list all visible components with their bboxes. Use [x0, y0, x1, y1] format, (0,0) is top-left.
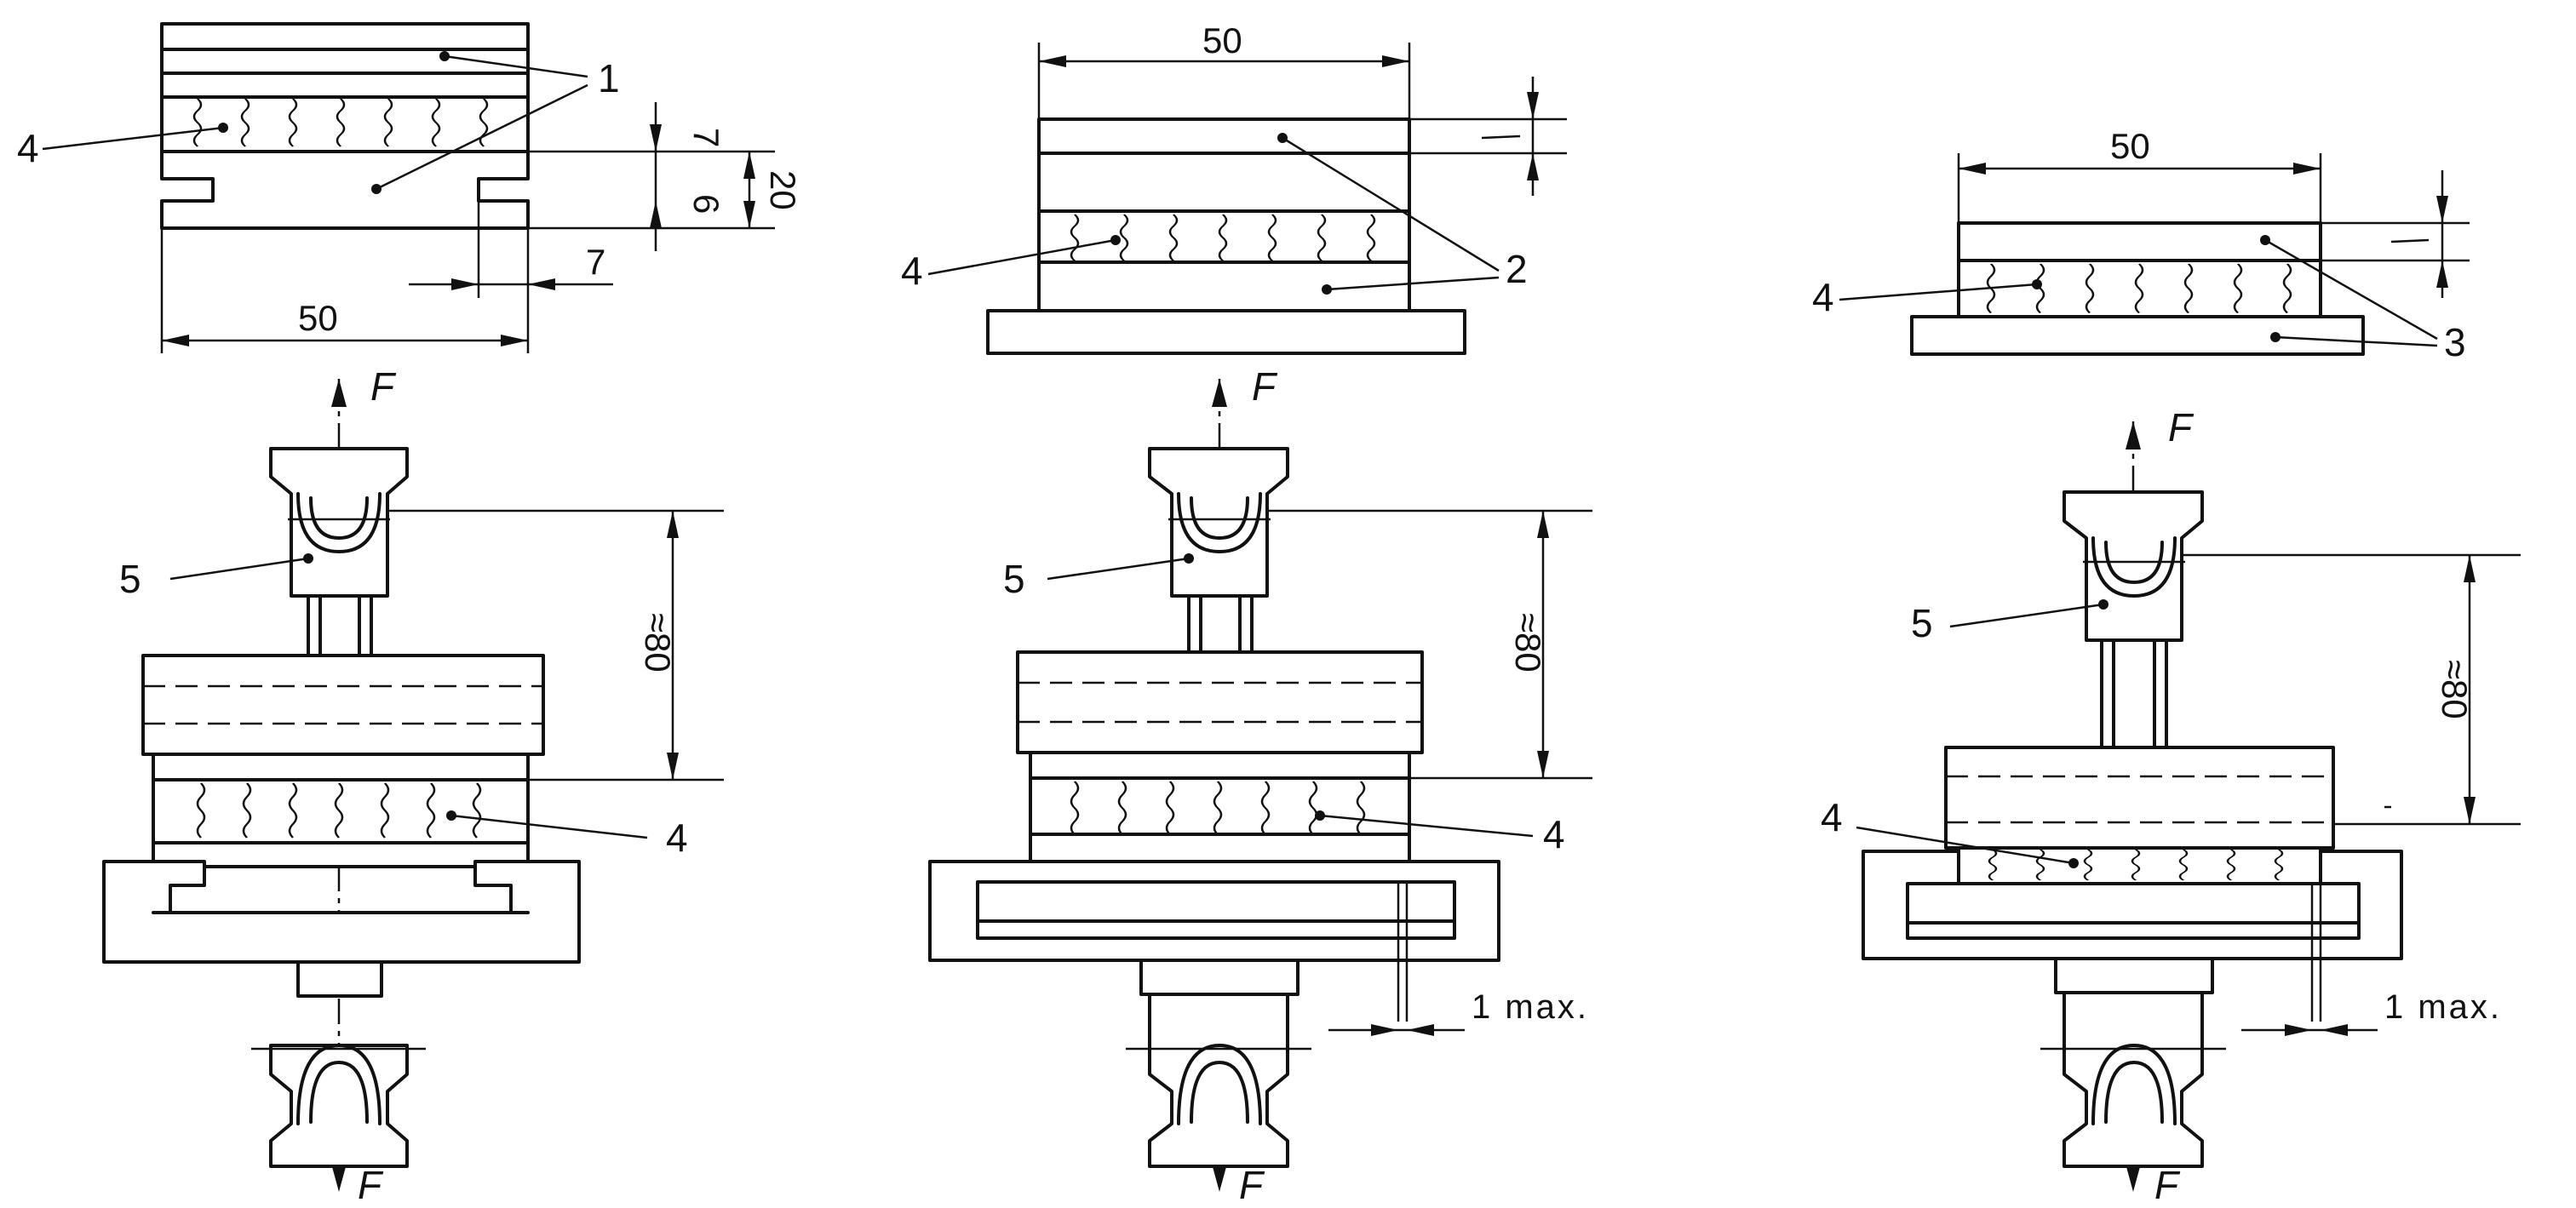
dim-approx-80: ≈80	[2435, 660, 2475, 719]
fabric-texture	[1986, 262, 2292, 314]
label-part-5: 5	[1003, 557, 1025, 601]
dim-thickness-7: 7	[686, 128, 726, 147]
force-label-top: F	[1252, 364, 1278, 409]
label-part-4: 4	[1812, 275, 1834, 319]
specimen-type-2-detail	[927, 43, 1567, 355]
dim-max-gap: 1 max.	[2384, 988, 2502, 1026]
test-assembly-1	[102, 379, 724, 1192]
label-part-2: 2	[1506, 247, 1528, 291]
force-label-bottom: F	[2154, 1163, 2181, 1207]
label-part-4: 4	[901, 249, 923, 293]
dim-approx-80: ≈80	[1508, 613, 1548, 673]
force-label-top: F	[370, 364, 397, 409]
label-part-4: 4	[17, 126, 39, 170]
label-part-4: 4	[666, 816, 688, 860]
specimen-type-3-detail	[1839, 153, 2470, 356]
specimen-type-1-detail	[42, 22, 775, 353]
test-assembly-3	[1856, 421, 2521, 1192]
force-label-bottom: F	[1239, 1163, 1265, 1207]
dim-height-20: 20	[763, 170, 803, 210]
dim-max-gap: 1 max.	[1472, 988, 1589, 1026]
dim-approx-80: ≈80	[638, 613, 678, 673]
dim-notch-7: 7	[586, 242, 605, 282]
label-part-3: 3	[2444, 320, 2466, 364]
dim-width-50: 50	[1202, 20, 1242, 60]
force-label-bottom: F	[358, 1163, 384, 1207]
dim-lip-6: 6	[686, 194, 726, 214]
dim-width-50: 50	[298, 298, 338, 338]
label-part-4: 4	[1543, 812, 1565, 856]
label-part-5: 5	[1911, 601, 1933, 645]
force-label-top: F	[2168, 405, 2194, 449]
label-part-4: 4	[1821, 795, 1843, 839]
test-assembly-2	[928, 379, 1592, 1192]
label-part-1: 1	[598, 56, 620, 100]
fabric-texture	[192, 97, 489, 148]
label-part-5: 5	[119, 557, 141, 601]
dim-width-50: 50	[2110, 126, 2150, 166]
